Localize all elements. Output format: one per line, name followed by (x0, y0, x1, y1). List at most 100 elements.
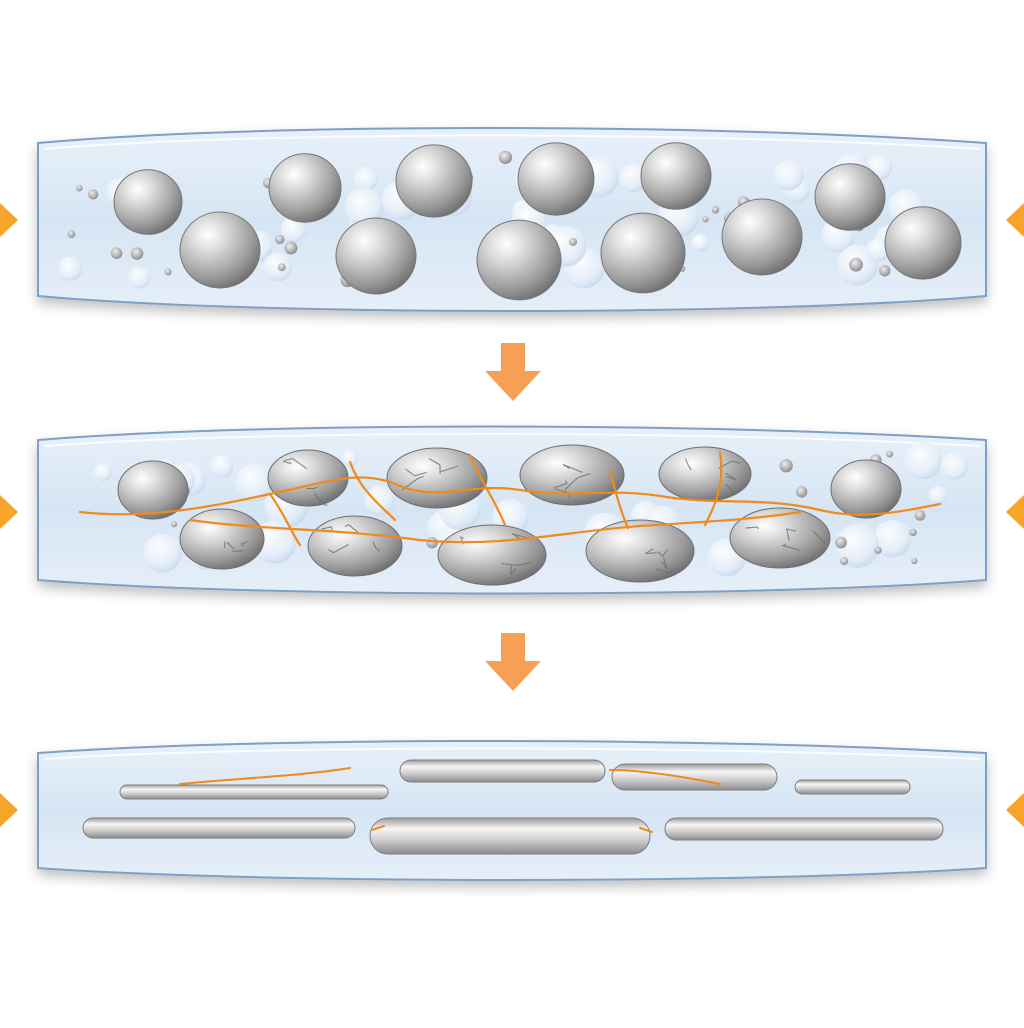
dot-1-8 (569, 237, 578, 246)
bubble-1-0 (57, 256, 83, 281)
surface-crack-2-3 (306, 486, 318, 490)
surface-crack-11-1 (785, 528, 796, 541)
dot-1-11 (702, 216, 709, 223)
bubble-1-33 (866, 238, 890, 262)
crack-network-8 (638, 510, 802, 528)
surface-crack-3-1 (440, 465, 459, 473)
dot-1-14 (849, 257, 863, 272)
sphere-particle-9 (476, 219, 562, 301)
cracked-particle-8 (307, 515, 403, 577)
fiber-5 (82, 817, 356, 839)
sphere-particle-12 (884, 206, 962, 280)
cracked-particle-1 (117, 460, 189, 520)
arrow-inward-icon-right-3 (1006, 793, 1024, 827)
fiber-1 (119, 784, 389, 800)
sphere-particle-4 (517, 142, 595, 216)
matrix-highlight-2 (43, 433, 981, 447)
arrow-inward-icon-left-3 (0, 793, 18, 827)
bubble-2-20 (364, 485, 395, 516)
surface-crack-8-3 (321, 526, 333, 531)
dot-2-7 (886, 450, 894, 458)
cracked-particle-6 (830, 459, 902, 519)
sphere-particle-3 (395, 144, 473, 218)
bubble-1-5 (691, 233, 709, 252)
surface-crack-9-2 (510, 565, 517, 576)
dot-2-22 (779, 459, 793, 473)
surface-crack-10-1 (645, 548, 657, 555)
surface-crack-5-3 (725, 472, 737, 481)
dot-2-24 (835, 536, 847, 549)
surface-crack-5-1 (725, 483, 740, 496)
bubble-2-29 (143, 534, 182, 573)
dot-2-29 (839, 557, 849, 566)
crack-network-1 (78, 476, 942, 516)
cracked-particle-2 (267, 449, 349, 507)
fiber-crack-3 (371, 825, 385, 831)
bubble-1-26 (345, 187, 384, 226)
sphere-particle-2 (268, 153, 342, 223)
cracked-particle-3 (386, 447, 488, 509)
surface-crack-3-2 (428, 458, 441, 474)
bubble-2-12 (209, 454, 234, 478)
arrow-down-icon-1 (485, 343, 541, 401)
bubble-2-17 (873, 520, 912, 558)
bubble-2-2 (93, 463, 113, 482)
crack-network-3 (348, 460, 397, 522)
bubble-2-9 (253, 520, 297, 564)
bubble-2-15 (341, 450, 358, 467)
fiber-3 (611, 763, 778, 791)
surface-crack-11-4 (781, 543, 800, 551)
arrow-inward-icon-left-2 (0, 495, 18, 529)
surface-crack-10-2 (661, 557, 668, 570)
surface-crack-10-3 (657, 548, 669, 558)
surface-crack-8-1 (344, 523, 361, 535)
dot-1-33 (879, 265, 891, 277)
surface-crack-11-3 (745, 526, 760, 530)
dot-1-31 (275, 234, 285, 245)
fiber-crack-1 (179, 767, 351, 785)
surface-crack-11-2 (812, 530, 826, 544)
dot-2-27 (911, 557, 918, 565)
sphere-particle-1 (113, 169, 183, 235)
matrix-highlight-3 (43, 747, 981, 760)
bubble-2-25 (928, 486, 947, 505)
bubble-2-0 (904, 441, 943, 480)
cracked-particle-9 (437, 524, 547, 586)
surface-crack-3-3 (405, 468, 427, 477)
fiber-2 (399, 759, 606, 783)
arrow-down-icon-2 (485, 633, 541, 691)
cracked-particle-11 (729, 507, 831, 569)
sphere-particle-5 (640, 142, 712, 210)
dot-1-16 (284, 241, 298, 255)
surface-crack-4-1 (564, 473, 591, 491)
surface-crack-7-4 (240, 540, 248, 547)
dot-1-1 (67, 230, 76, 239)
surface-crack-8-4 (328, 543, 349, 554)
fiber-crack-2 (609, 769, 721, 785)
dot-2-25 (874, 546, 882, 554)
arrow-inward-icon-right-1 (1006, 203, 1024, 237)
fiber-6 (369, 817, 651, 855)
surface-crack-5-2 (718, 460, 741, 469)
surface-crack-4-2 (562, 464, 583, 473)
sphere-particle-7 (179, 211, 261, 289)
surface-crack-2-1 (282, 460, 292, 465)
arrow-inward-icon-left-1 (0, 203, 18, 237)
sphere-particle-11 (721, 198, 803, 276)
crack-network-4 (468, 453, 507, 527)
sphere-particle-8 (335, 217, 417, 295)
arrow-inward-icon-right-2 (1006, 495, 1024, 529)
dot-1-12 (164, 268, 172, 276)
surface-crack-9-4 (511, 533, 530, 541)
surface-crack-3-4 (401, 475, 424, 491)
surface-crack-2-4 (313, 493, 328, 506)
surface-crack-5-4 (684, 458, 692, 471)
crack-network-6 (703, 450, 723, 527)
surface-crack-7-1 (232, 549, 244, 553)
bubble-1-25 (280, 216, 307, 243)
dot-2-11 (170, 521, 178, 528)
surface-crack-9-3 (501, 561, 532, 566)
bubble-1-11 (353, 166, 378, 192)
